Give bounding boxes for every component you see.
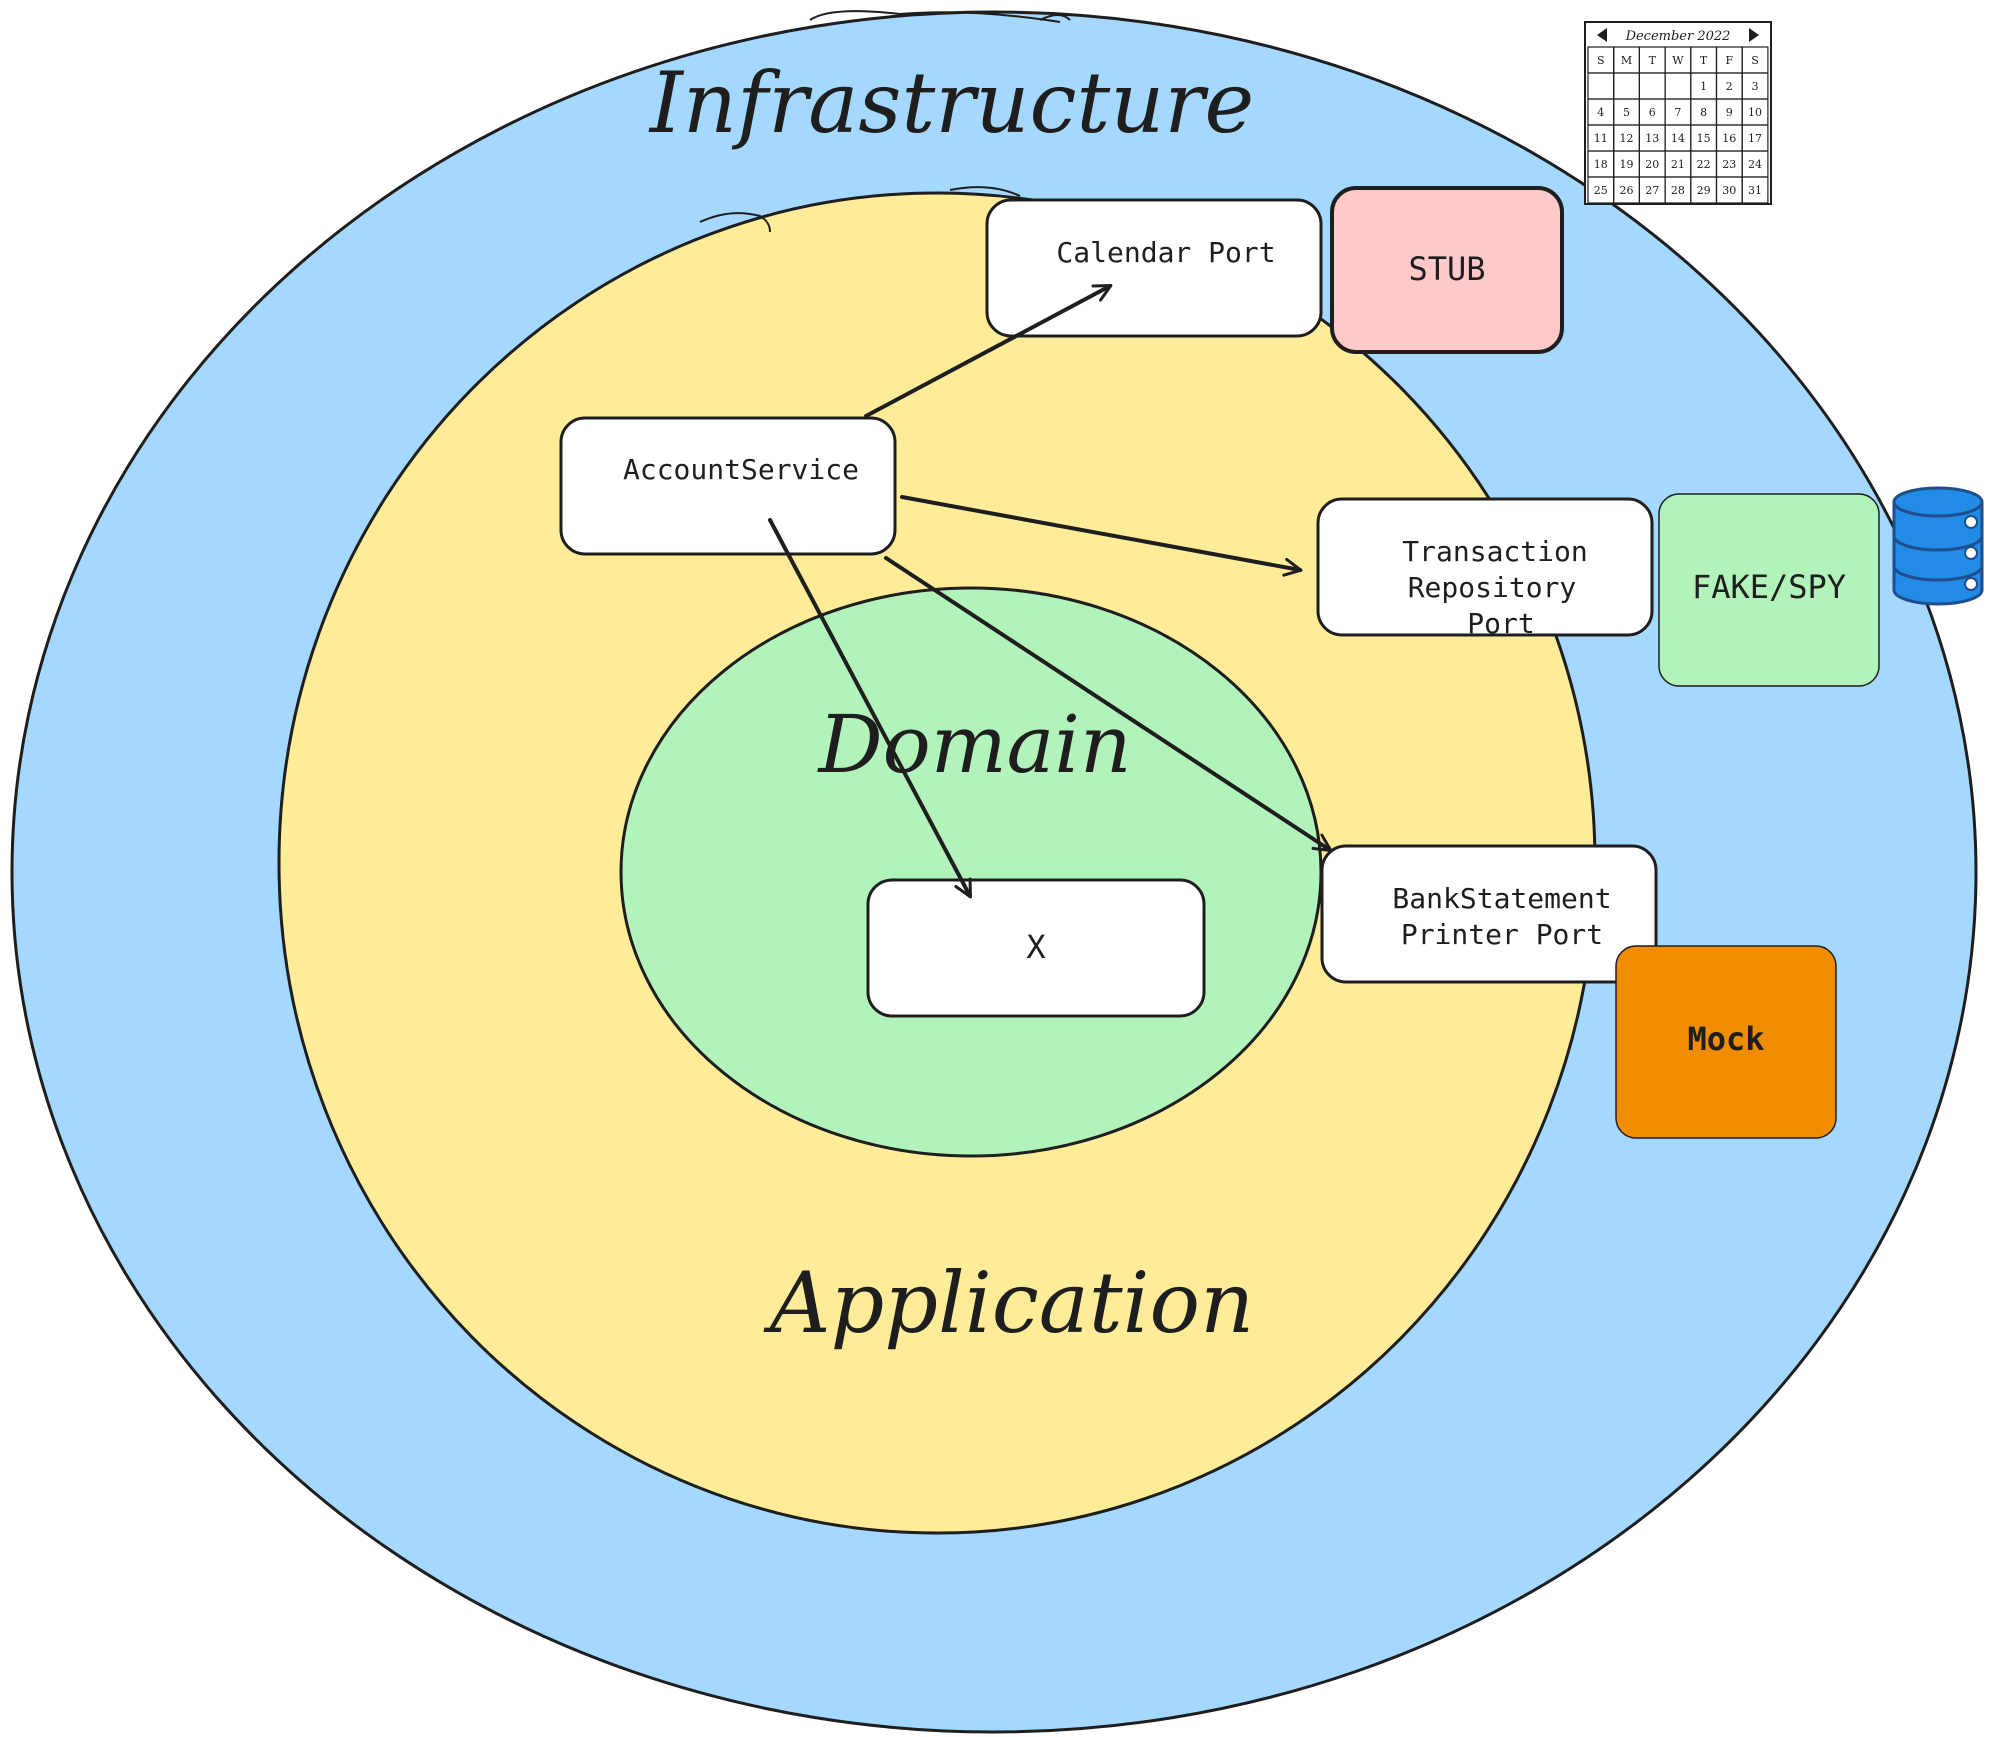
fake-spy-box: FAKE/SPY (1658, 493, 1880, 687)
calendar-day: 14 (1671, 132, 1685, 145)
calendar-weekday: F (1725, 54, 1733, 67)
stub-label: STUB (1408, 250, 1485, 288)
calendar-port-node: Calendar Port (985, 198, 1323, 338)
calendar-day: 30 (1722, 184, 1736, 197)
calendar-next-icon (1749, 28, 1759, 42)
infrastructure-title: Infrastructure (648, 54, 1255, 152)
infrastructure-sketch-mark (809, 10, 1071, 23)
calendar-weekday: T (1700, 54, 1708, 67)
domain-layer (619, 586, 1323, 1158)
application-sketch-mark (699, 186, 1021, 233)
calendar-day: 4 (1597, 106, 1604, 119)
application-title: Application (763, 1254, 1254, 1352)
calendar-day: 20 (1645, 158, 1659, 171)
calendar-day: 3 (1752, 80, 1759, 93)
calendar-weekday: S (1751, 54, 1759, 67)
mock-box: Mock (1615, 945, 1837, 1139)
calendar-day: 2 (1726, 80, 1733, 93)
calendar-day: 21 (1671, 158, 1685, 171)
calendar-day: 9 (1726, 106, 1733, 119)
domain-x-label: X (1026, 928, 1045, 966)
calendar-day: 1 (1700, 80, 1707, 93)
transaction-repository-port-node: Transaction Repository Port (1316, 497, 1654, 640)
account-service-node: AccountService (559, 416, 897, 556)
arrow-account-to-domain-x (768, 518, 972, 899)
calendar-weekday: T (1649, 54, 1657, 67)
bank-statement-port-label-line-2: Printer Port (1401, 918, 1603, 951)
account-service-label: AccountService (623, 453, 859, 486)
fake-spy-label: FAKE/SPY (1692, 568, 1846, 606)
calendar-day: 28 (1671, 184, 1685, 197)
calendar-day: 31 (1748, 184, 1762, 197)
calendar-day: 23 (1722, 158, 1736, 171)
transaction-port-label-line-2: Repository (1408, 571, 1577, 604)
calendar-day: 22 (1697, 158, 1711, 171)
calendar-day: 7 (1674, 106, 1681, 119)
calendar-day: 29 (1697, 184, 1711, 197)
calendar-day: 15 (1697, 132, 1711, 145)
calendar-day: 25 (1594, 184, 1608, 197)
calendar-day: 24 (1748, 158, 1762, 171)
calendar-prev-icon (1597, 28, 1607, 42)
calendar-day: 26 (1620, 184, 1634, 197)
calendar-day: 13 (1645, 132, 1659, 145)
bank-statement-port-label-line-1: BankStatement (1392, 882, 1611, 915)
calendar-cell (1741, 176, 1769, 204)
calendar-weekday: S (1597, 54, 1605, 67)
calendar-day: 27 (1645, 184, 1659, 197)
arrow-account-to-transaction (900, 495, 1303, 577)
calendar-day: 10 (1748, 106, 1762, 119)
database-icon (1892, 486, 1984, 606)
arrow-account-to-bank-statement (884, 556, 1333, 853)
calendar-day: 11 (1594, 132, 1608, 145)
calendar-day: 8 (1700, 106, 1707, 119)
arrow-account-to-calendar (864, 284, 1113, 418)
domain-title: Domain (817, 698, 1132, 791)
calendar-weekday: M (1621, 54, 1632, 67)
calendar-title: December 2022 (1625, 29, 1731, 44)
calendar-day: 16 (1722, 132, 1736, 145)
calendar-day: 19 (1620, 158, 1634, 171)
calendar-day: 12 (1620, 132, 1634, 145)
calendar-day: 6 (1649, 106, 1656, 119)
transaction-port-label-line-3: Port (1467, 607, 1534, 640)
stub-box: STUB (1330, 186, 1564, 354)
calendar-day: 17 (1748, 132, 1762, 145)
calendar-weekday: W (1672, 54, 1684, 67)
domain-x-node: X (866, 878, 1206, 1018)
transaction-port-label-line-1: Transaction (1402, 535, 1587, 568)
calendar-day: 18 (1594, 158, 1608, 171)
calendar-day: 5 (1623, 106, 1630, 119)
mock-label: Mock (1687, 1020, 1764, 1058)
bank-statement-printer-port-node: BankStatement Printer Port (1320, 844, 1658, 984)
calendar-port-label: Calendar Port (1056, 236, 1275, 269)
